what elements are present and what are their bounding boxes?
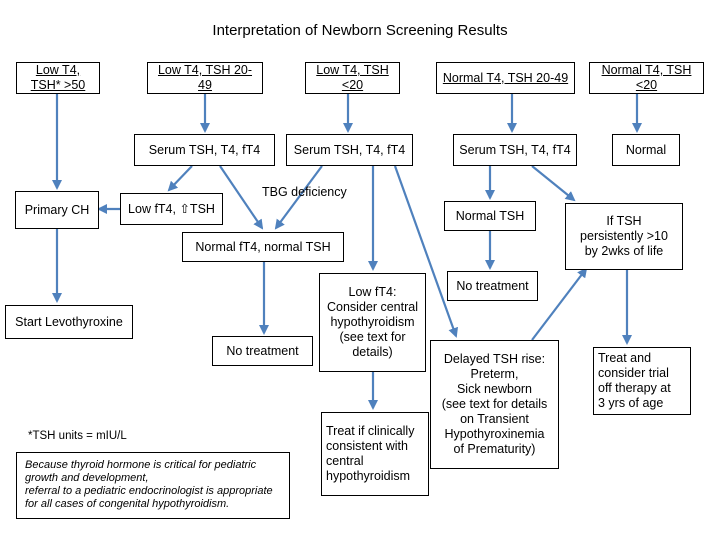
diagram-title: Interpretation of Newborn Screening Resu… bbox=[212, 22, 508, 39]
box-delayed-tsh-rise: Delayed TSH rise:Preterm,Sick newborn(se… bbox=[430, 340, 559, 469]
box-normal-t4-tsh-20-49: Normal T4, TSH 20-49 bbox=[436, 62, 575, 94]
label-tbg-deficiency: TBG deficiency bbox=[262, 185, 347, 199]
box-low-ft4-high-tsh: Low fT4, ⇧TSH bbox=[120, 193, 223, 225]
box-normal-ft4-normal-tsh: Normal fT4, normal TSH bbox=[182, 232, 344, 262]
box-low-t4-tsh-under-20: Low T4, TSH <20 bbox=[305, 62, 400, 94]
box-low-t4-tsh-20-49: Low T4, TSH 20-49 bbox=[147, 62, 263, 94]
arrow-serumb-to-normalft4 bbox=[219, 165, 264, 230]
box-normal: Normal bbox=[612, 134, 680, 166]
box-normal-tsh: Normal TSH bbox=[444, 201, 536, 231]
box-no-treatment-2: No treatment bbox=[447, 271, 538, 301]
box-start-levothyroxine: Start Levothyroxine bbox=[5, 305, 133, 339]
arrow-serumd-to-iftsh bbox=[531, 165, 576, 202]
arrow-serumc-to-delayed bbox=[393, 165, 459, 338]
arrow-delayed-to-iftsh bbox=[531, 267, 588, 341]
arrow-serumb-to-lowft4 bbox=[167, 165, 193, 192]
box-serum-d: Serum TSH, T4, fT4 bbox=[453, 134, 577, 166]
arrow-serumc-to-normalft4 bbox=[274, 165, 323, 230]
referral-note: Because thyroid hormone is critical for … bbox=[16, 452, 290, 519]
box-no-treatment-1: No treatment bbox=[212, 336, 313, 366]
box-primary-ch: Primary CH bbox=[15, 191, 99, 229]
box-serum-c: Serum TSH, T4, fT4 bbox=[286, 134, 413, 166]
box-low-t4-tsh-over-50: Low T4, TSH* >50 bbox=[16, 62, 100, 94]
footnote-tsh-units: *TSH units = mIU/L bbox=[28, 430, 127, 442]
box-normal-t4-tsh-under-20: Normal T4, TSH <20 bbox=[589, 62, 704, 94]
box-serum-b: Serum TSH, T4, fT4 bbox=[134, 134, 275, 166]
